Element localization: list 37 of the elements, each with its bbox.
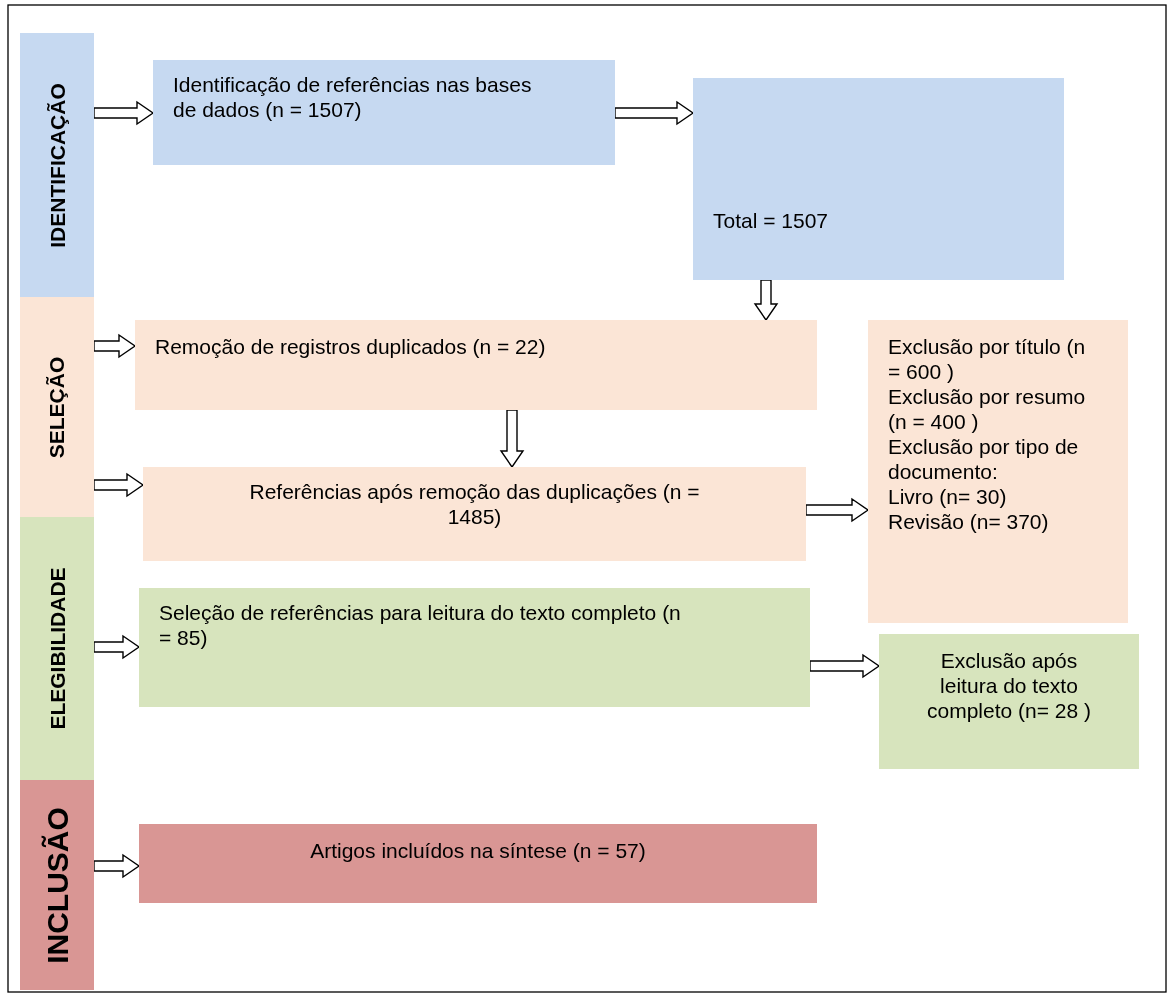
phase-band [20, 297, 94, 517]
box-text: Seleção de referências para leitura do texto completo (n = 85) [159, 600, 682, 650]
phase-band [20, 780, 94, 990]
box-text: Exclusão por título (n = 600 ) [888, 334, 1087, 384]
phase-label: SELEÇÃO [44, 356, 70, 458]
box-text: Livro (n= 30) [888, 484, 1008, 509]
block-arrow [93, 634, 141, 660]
phase-band [20, 33, 94, 297]
process-box [143, 467, 806, 561]
box-text: Identificação de referências nas bases de dados (n = 1507) [173, 72, 533, 122]
box-text: Artigos incluídos na síntese (n = 57) [309, 838, 647, 863]
block-arrow [753, 279, 779, 322]
process-box [868, 320, 1128, 623]
process-box [135, 320, 817, 410]
box-text: Revisão (n= 370) [888, 509, 1050, 534]
box-text: Exclusão por resumo (n = 400 ) [888, 384, 1087, 434]
block-arrow [93, 472, 145, 498]
process-box [153, 60, 615, 165]
block-arrow [805, 497, 870, 523]
box-text: Exclusão por tipo de documento: [888, 434, 1080, 484]
box-text: Referências após remoção das duplicações (n = 1485) [248, 479, 701, 529]
block-arrow [499, 409, 525, 469]
phase-label: ELEGIBILIDADE [44, 567, 70, 730]
box-text: Total = 1507 [713, 208, 829, 233]
phase-label: IDENTIFICAÇÃO [44, 82, 70, 248]
process-box [879, 634, 1139, 769]
block-arrow [614, 100, 695, 126]
box-text: Exclusão após leitura do texto completo (n= 28 ) [926, 648, 1092, 723]
process-box [139, 824, 817, 903]
block-arrow [809, 653, 881, 679]
process-box [693, 78, 1064, 280]
block-arrow [93, 100, 155, 126]
block-arrow [93, 333, 137, 359]
block-arrow [93, 853, 141, 879]
process-box [139, 588, 810, 707]
phase-band [20, 517, 94, 780]
box-text: Remoção de registros duplicados (n = 22) [155, 334, 547, 359]
